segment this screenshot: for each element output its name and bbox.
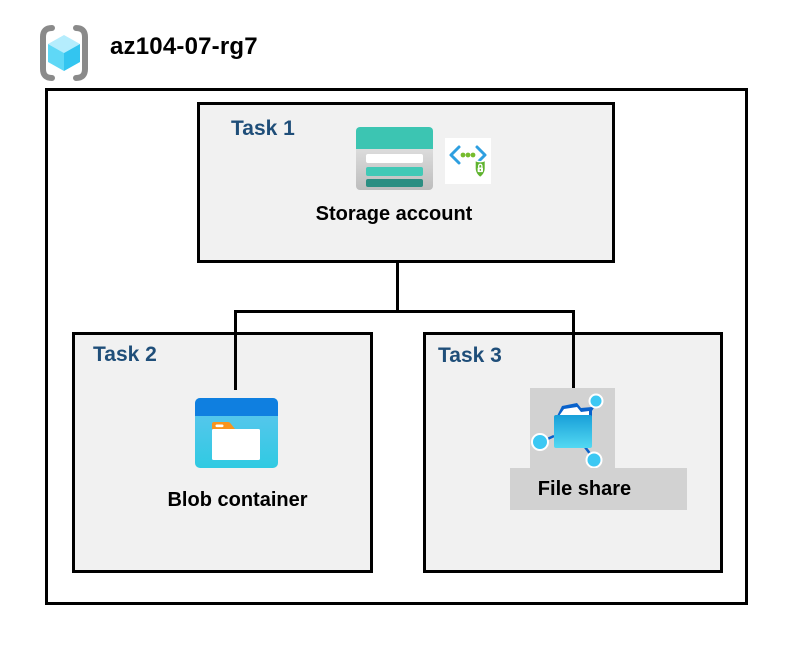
storage-account-label: Storage account xyxy=(315,203,473,225)
storage-account-icon xyxy=(356,127,433,190)
file-share-label: File share xyxy=(537,477,632,500)
file-share-icon-background xyxy=(530,388,615,469)
file-share-icon xyxy=(531,393,604,469)
blob-container-icon xyxy=(195,398,278,468)
connector-branch-to-fileshare xyxy=(572,310,575,388)
connector-storage-to-branch xyxy=(396,260,399,312)
task3-label: Task 3 xyxy=(438,344,502,367)
task2-box: Task 2 Blob container xyxy=(72,332,373,573)
resource-group-name: az104-07-rg7 xyxy=(110,33,258,60)
sas-shield-icon xyxy=(445,138,491,184)
file-share-label-background: File share xyxy=(510,468,687,510)
connector-branch-to-blob xyxy=(234,310,237,390)
task1-box: Task 1 Storage acc xyxy=(197,102,615,263)
resource-group-icon xyxy=(40,25,88,81)
connector-branch-horizontal xyxy=(234,310,575,313)
blob-container-label: Blob container xyxy=(167,489,308,511)
task1-label: Task 1 xyxy=(231,117,295,140)
task2-label: Task 2 xyxy=(93,343,157,366)
